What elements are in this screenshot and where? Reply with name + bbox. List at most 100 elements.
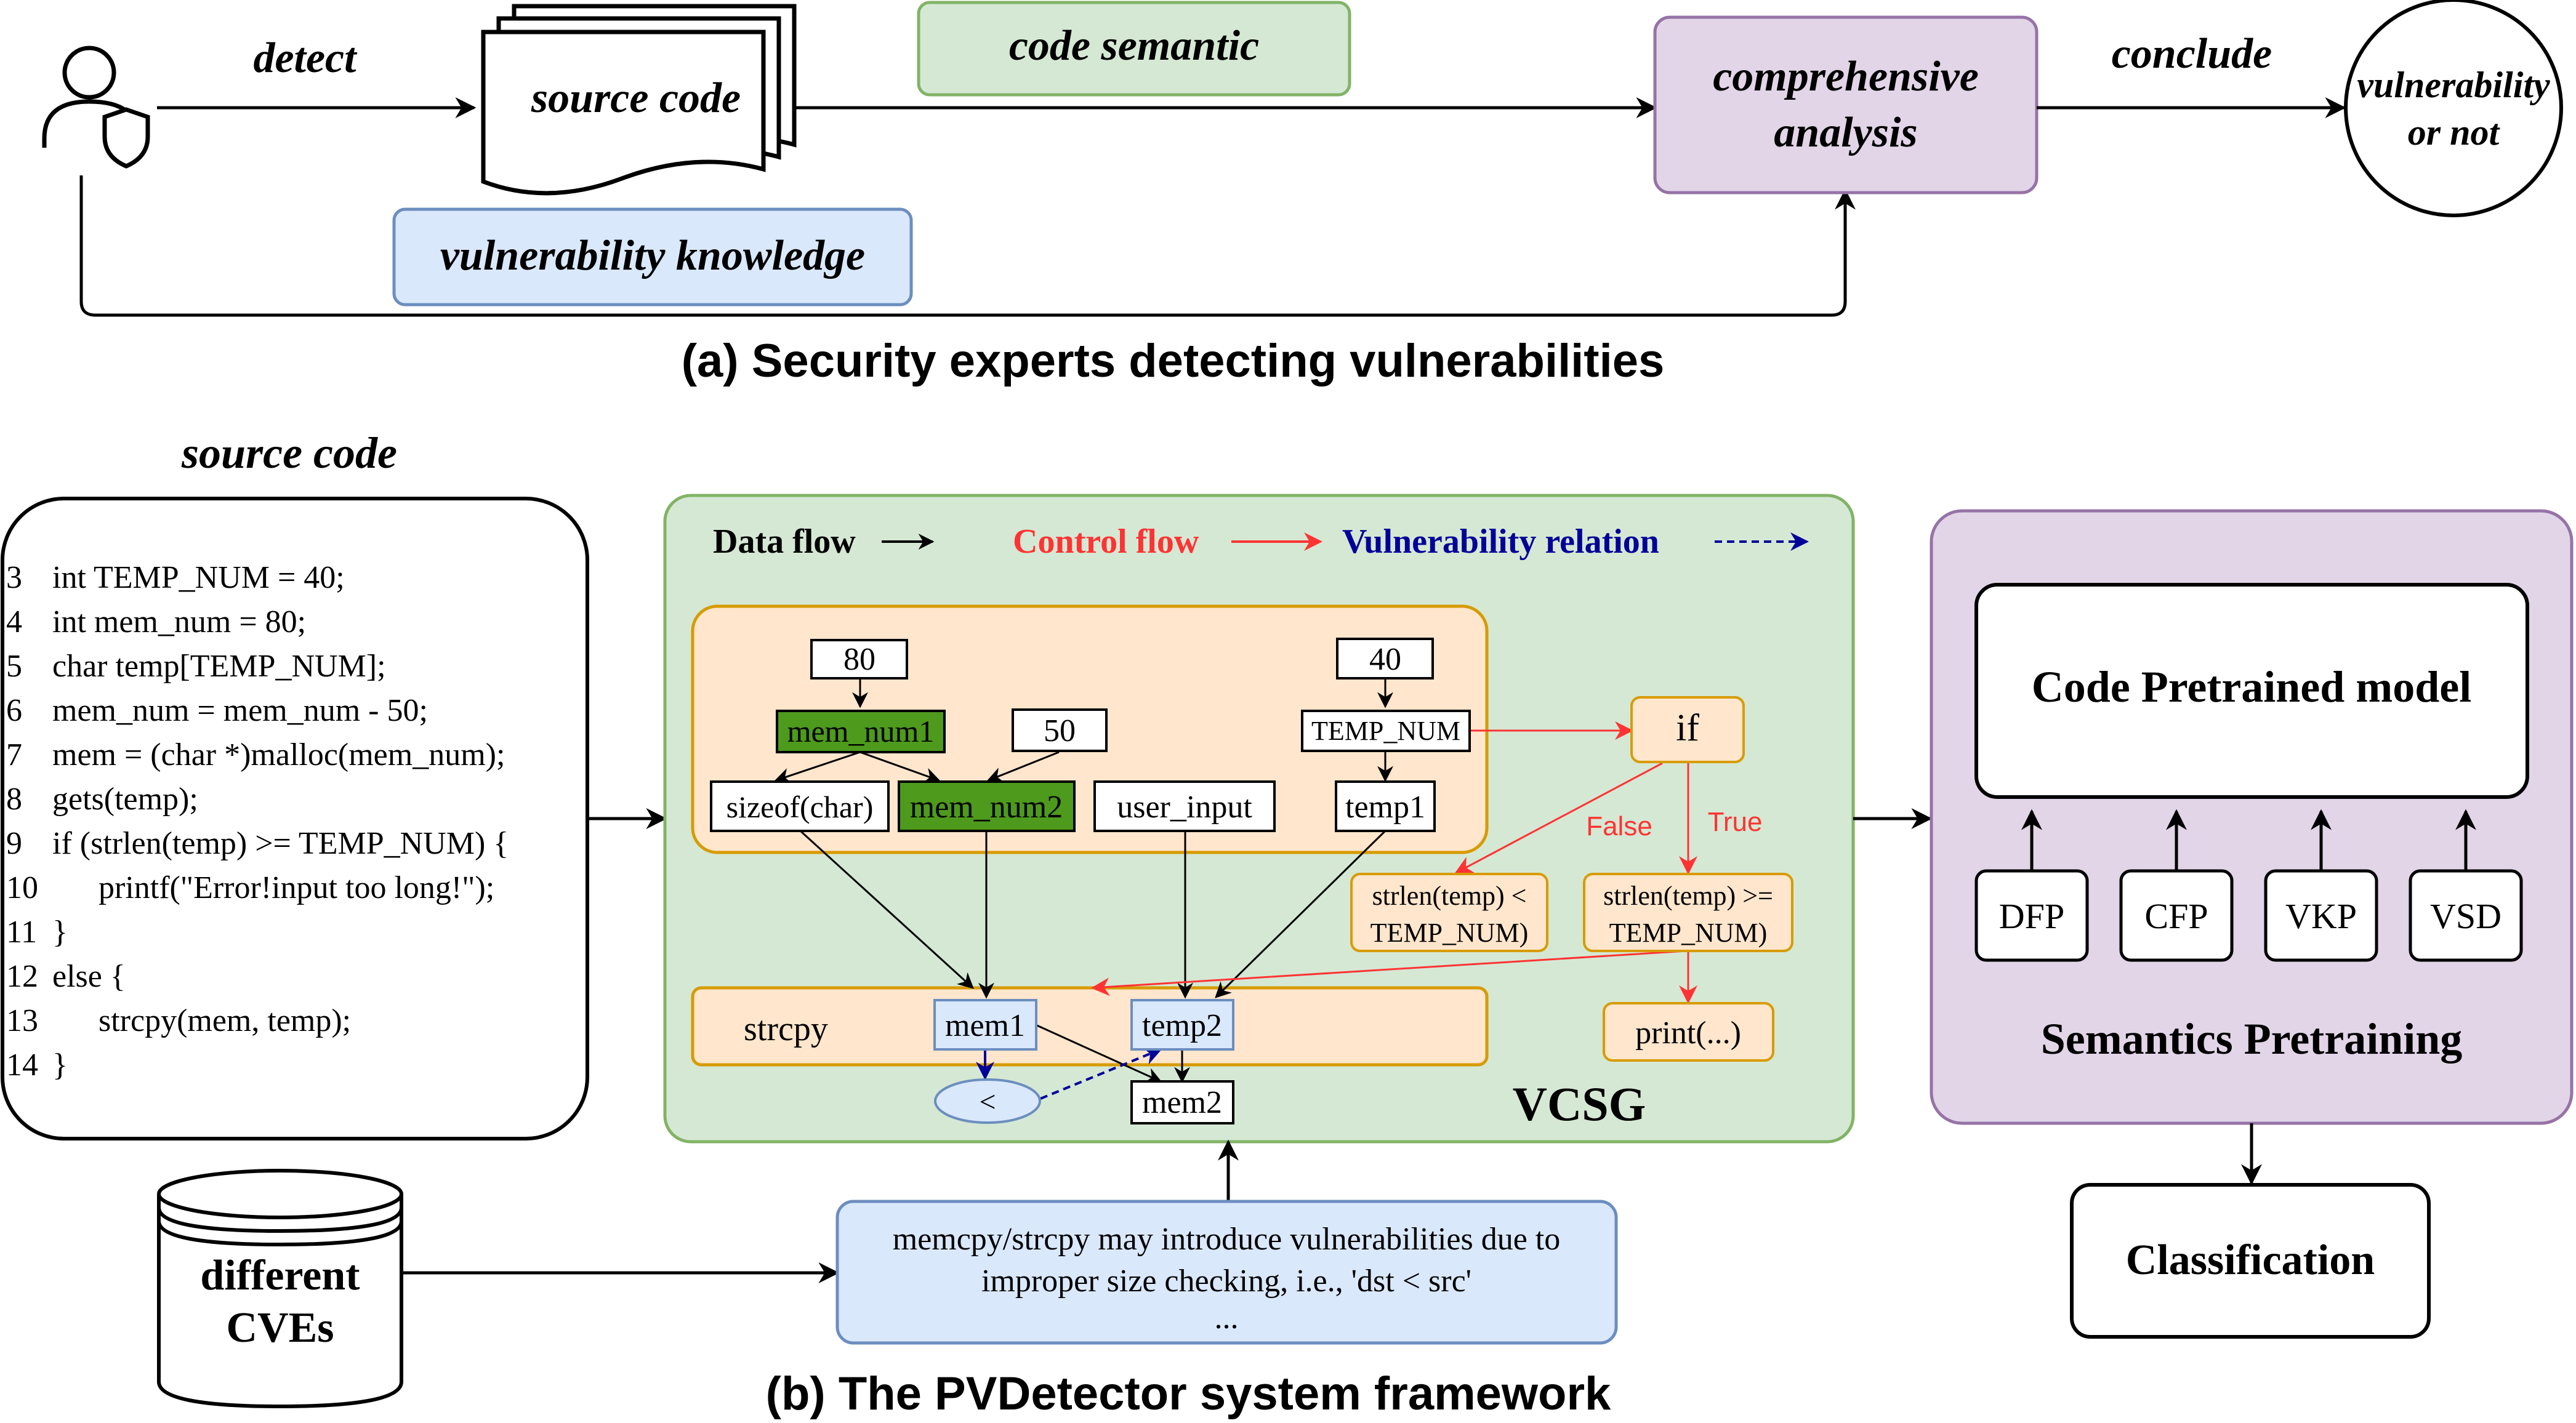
cves-line2: CVEs bbox=[226, 1304, 334, 1352]
node-80 bbox=[810, 639, 908, 679]
analysis-line1: comprehensive bbox=[1713, 53, 1979, 100]
code-line-text: gets(temp); bbox=[52, 782, 198, 817]
node-40-label: 40 bbox=[1369, 642, 1401, 677]
code-line-number: 6 bbox=[6, 693, 22, 728]
node-temp2-label: temp2 bbox=[1142, 1008, 1222, 1043]
node-mem1-label: mem1 bbox=[945, 1008, 1025, 1043]
code-line-text: if (strlen(temp) >= TEMP_NUM) { bbox=[52, 826, 509, 861]
code-line-text: printf("Error!input too long!"); bbox=[99, 870, 494, 905]
legend-control-flow: Control flow bbox=[1013, 523, 1199, 561]
node-mem1 bbox=[933, 999, 1037, 1051]
knowledge-line1: memcpy/strcpy may introduce vulnerabilit… bbox=[893, 1222, 1560, 1257]
code-line-text: int TEMP_NUM = 40; bbox=[52, 560, 345, 595]
strcpy-region bbox=[691, 986, 1489, 1067]
node-50-label: 50 bbox=[1044, 713, 1076, 748]
pretraining-tasks: DFP CFP VKP VSD bbox=[1974, 809, 2523, 962]
node-user-input bbox=[1093, 780, 1276, 832]
node-temp1-label: temp1 bbox=[1345, 790, 1425, 825]
node-print-label: print(...) bbox=[1635, 1016, 1741, 1051]
node-mem2-label: mem2 bbox=[1142, 1085, 1222, 1120]
node-cond-false-line1: strlen(temp) < bbox=[1372, 881, 1527, 911]
node-mem2 bbox=[1130, 1080, 1234, 1124]
code-pretrained-model-box bbox=[1974, 583, 2529, 799]
knowledge-line3: ... bbox=[1215, 1301, 1239, 1336]
legend-vulnerability-relation: Vulnerability relation bbox=[1342, 523, 1659, 561]
code-line-text: } bbox=[52, 1048, 68, 1083]
code-semantic-label: code semantic bbox=[1009, 22, 1259, 70]
node-temp2 bbox=[1130, 999, 1234, 1051]
node-less-than bbox=[934, 1078, 1041, 1124]
knowledge-line2: improper size checking, i.e., 'dst < src… bbox=[981, 1264, 1471, 1299]
result-circle bbox=[2344, 0, 2563, 217]
code-line-number: 12 bbox=[6, 959, 38, 994]
code-line-number: 11 bbox=[6, 915, 37, 950]
legend-data-flow: Data flow bbox=[713, 523, 856, 561]
code-line-number: 10 bbox=[6, 870, 38, 905]
semantics-pretraining-label: Semantics Pretraining bbox=[2041, 1014, 2463, 1064]
vulnerability-knowledge-label: vulnerability knowledge bbox=[440, 232, 865, 279]
task-box-vkp bbox=[2264, 869, 2378, 962]
node-cond-false-line2: TEMP_NUM) bbox=[1371, 918, 1529, 948]
code-line-number: 14 bbox=[6, 1048, 38, 1083]
vcsg-label: VCSG bbox=[1513, 1077, 1646, 1131]
node-cond-false bbox=[1350, 873, 1548, 952]
caption-b: (b) The PVDetector system framework bbox=[766, 1368, 1611, 1420]
node-temp-num bbox=[1301, 710, 1471, 752]
code-line-number: 7 bbox=[6, 737, 22, 772]
false-label: False bbox=[1586, 811, 1652, 841]
task-label-vsd: VSD bbox=[2430, 896, 2502, 936]
code-line-number: 5 bbox=[6, 649, 22, 684]
source-code-label: source code bbox=[531, 74, 741, 122]
vulnerability-knowledge-box bbox=[392, 207, 913, 307]
code-line-text: } bbox=[52, 915, 68, 950]
analysis-line2: analysis bbox=[1774, 109, 1917, 156]
code-line-number: 8 bbox=[6, 782, 22, 817]
code-line-number: 3 bbox=[6, 560, 22, 595]
code-semantic-box bbox=[917, 1, 1351, 97]
task-label-cfp: CFP bbox=[2144, 896, 2208, 936]
code-line-text: mem_num = mem_num - 50; bbox=[52, 693, 428, 728]
node-mem-num1-label: mem_num1 bbox=[787, 714, 935, 748]
task-box-dfp bbox=[1974, 869, 2089, 962]
task-label-dfp: DFP bbox=[1999, 896, 2064, 936]
part-a: detect source code code semantic vulnera… bbox=[42, 0, 2563, 387]
node-sizeof bbox=[710, 780, 890, 832]
code-line-text: mem = (char *)malloc(mem_num); bbox=[52, 737, 505, 772]
caption-a: (a) Security experts detecting vulnerabi… bbox=[682, 335, 1665, 387]
result-line2: or not bbox=[2408, 112, 2501, 153]
comprehensive-analysis-box bbox=[1653, 15, 2039, 194]
node-40 bbox=[1336, 638, 1434, 679]
node-cond-true-line2: TEMP_NUM) bbox=[1609, 918, 1768, 948]
result-line1: vulnerability bbox=[2357, 65, 2550, 105]
classification-label: Classification bbox=[2126, 1237, 2375, 1284]
node-cond-true bbox=[1583, 873, 1793, 952]
code-line-text: else { bbox=[52, 959, 126, 994]
node-less-than-label: < bbox=[979, 1086, 996, 1118]
code-line-number: 4 bbox=[6, 604, 22, 639]
task-label-vkp: VKP bbox=[2285, 896, 2357, 936]
node-print bbox=[1603, 1002, 1774, 1062]
code-line-number: 13 bbox=[6, 1003, 38, 1038]
detect-label: detect bbox=[253, 34, 358, 82]
code-line-text: int mem_num = 80; bbox=[52, 604, 306, 639]
node-cond-true-line1: strlen(temp) >= bbox=[1603, 881, 1773, 911]
node-user-input-label: user_input bbox=[1117, 790, 1252, 825]
node-if-label: if bbox=[1676, 707, 1699, 749]
node-if bbox=[1630, 696, 1745, 763]
cve-database-icon bbox=[157, 1169, 403, 1409]
node-mem-num1 bbox=[776, 710, 946, 753]
legend: Data flow Control flow Vulnerability rel… bbox=[713, 523, 1809, 561]
cves-line1: different bbox=[200, 1252, 360, 1299]
knowledge-arrow bbox=[79, 175, 1856, 317]
node-temp-num-label: TEMP_NUM bbox=[1311, 716, 1460, 746]
task-box-cfp bbox=[2119, 869, 2234, 962]
security-expert-icon bbox=[42, 46, 150, 169]
control-flow-edges bbox=[1091, 721, 1697, 1004]
vulnerability-edges bbox=[976, 1047, 1162, 1100]
vulnerability-knowledge-text-box bbox=[835, 1200, 1618, 1345]
node-temp1 bbox=[1335, 780, 1436, 832]
classification-box bbox=[2070, 1183, 2431, 1339]
